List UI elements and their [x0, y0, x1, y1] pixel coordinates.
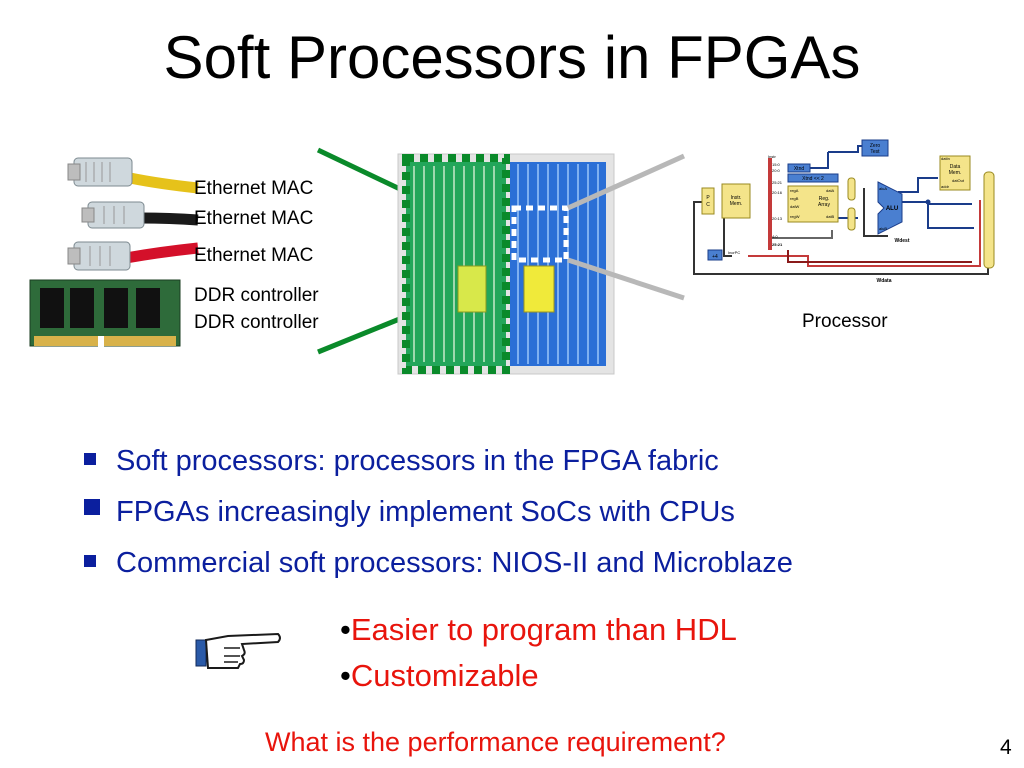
square-bullet-icon: [84, 453, 96, 466]
connector-line: [317, 315, 403, 355]
pointing-hand-icon: [195, 632, 281, 669]
svg-text:Array: Array: [818, 202, 830, 208]
svg-text:regW: regW: [790, 214, 800, 219]
fpga-green-region: [406, 162, 506, 366]
memory-contacts: [34, 336, 176, 346]
alu-block: [877, 181, 903, 235]
svg-text:Wdest: Wdest: [895, 238, 910, 244]
svg-text:25:21: 25:21: [772, 180, 783, 185]
black-cable: [139, 212, 199, 226]
question-text: What is the performance requirement?: [265, 727, 726, 757]
svg-text:Mem.: Mem.: [730, 201, 743, 207]
yellow-cable: [128, 172, 199, 194]
svg-text:ALU: ALU: [886, 206, 898, 212]
processor-datapath: Zero Test Data Mem. datIn datOut addr P …: [693, 139, 995, 284]
hand-shape: [204, 632, 281, 669]
zoom-line: [567, 257, 685, 301]
svg-text:25:21: 25:21: [772, 242, 783, 247]
svg-text:Test: Test: [870, 149, 880, 155]
square-bullet-icon: [84, 555, 96, 568]
alu-mux: [847, 177, 856, 201]
alu-mux: [847, 207, 856, 231]
data-memory-block: [939, 155, 971, 191]
svg-text:15:0: 15:0: [772, 162, 781, 167]
bullet-item: Commercial soft processors: NIOS-II and …: [84, 545, 793, 581]
svg-text:datW: datW: [790, 204, 800, 209]
fpga-green-border: [402, 154, 510, 374]
svg-text:20:16: 20:16: [772, 190, 783, 195]
writeback-mux: [983, 171, 995, 269]
memory-chip: [136, 288, 160, 328]
dot-bullet-icon: •: [340, 658, 351, 693]
peripheral-label: DDR controller: [194, 285, 319, 306]
svg-text:addr: addr: [941, 184, 950, 189]
svg-text:aluB: aluB: [879, 226, 887, 231]
svg-text:20:0: 20:0: [772, 168, 781, 173]
pc-increment-block: [707, 249, 723, 261]
svg-text:Xtnd: Xtnd: [794, 166, 805, 172]
svg-text:Xtnd << 2: Xtnd << 2: [802, 176, 824, 182]
red-cable: [125, 242, 199, 264]
connector-1: [73, 157, 133, 187]
xtnd-shift-block: [787, 173, 839, 183]
svg-text:datA: datA: [826, 188, 835, 193]
zero-test-label: Zero: [870, 143, 881, 149]
svg-text:regA: regA: [790, 188, 799, 193]
slide-title: Soft Processors in FPGAs: [163, 24, 861, 91]
svg-text:20:13: 20:13: [772, 216, 783, 221]
memory-chip: [40, 288, 64, 328]
zero-test-block: [861, 139, 889, 157]
connector-2: [87, 201, 145, 229]
xtnd-block: [787, 163, 811, 173]
processor-region: [511, 205, 569, 263]
fpga-block: [523, 265, 555, 313]
page-number: 4: [1000, 736, 1012, 759]
connector-line: [316, 147, 404, 193]
svg-text:C: C: [706, 202, 710, 208]
svg-text:4:0: 4:0: [772, 234, 778, 239]
dot-bullet-icon: •: [340, 612, 351, 647]
instruction-bus: [768, 158, 772, 250]
connector-tip-1: [67, 163, 81, 181]
zoom-line: [566, 153, 686, 211]
svg-text:+4: +4: [712, 254, 718, 260]
fpga-block: [457, 265, 487, 313]
pc-register: [701, 187, 715, 215]
bullet-item: FPGAs increasingly implement SoCs with C…: [84, 494, 735, 530]
svg-text:IncrPC: IncrPC: [728, 250, 740, 255]
peripheral-label: DDR controller: [194, 312, 319, 333]
peripheral-label: Ethernet MAC: [194, 245, 314, 266]
svg-text:Instr: Instr: [768, 154, 776, 159]
hand-cuff: [195, 639, 207, 667]
memory-module-icon: [29, 279, 181, 348]
svg-text:datOut: datOut: [952, 178, 965, 183]
svg-text:Reg.: Reg.: [819, 196, 830, 202]
instruction-memory-block: [721, 183, 751, 219]
peripheral-label: Ethernet MAC: [194, 208, 314, 229]
fpga-diagram: [316, 147, 686, 375]
peripheral-label: Ethernet MAC: [194, 178, 314, 199]
svg-text:aluA: aluA: [879, 186, 887, 191]
svg-text:datIn: datIn: [941, 156, 950, 161]
memory-chip: [104, 288, 128, 328]
sub-bullet-item: •Customizable: [340, 658, 539, 693]
svg-text:Mem.: Mem.: [949, 170, 962, 176]
svg-text:P: P: [706, 195, 710, 201]
svg-text:Data: Data: [950, 164, 961, 170]
connector-3: [73, 241, 131, 271]
svg-text:regB: regB: [790, 196, 799, 201]
bullet-item: Soft processors: processors in the FPGA …: [84, 443, 719, 479]
ethernet-cable-icon: [67, 157, 199, 271]
svg-text:Wdata: Wdata: [877, 278, 892, 284]
sub-bullet-item: •Easier to program than HDL: [340, 612, 737, 647]
memory-chip: [70, 288, 94, 328]
processor-label: Processor: [802, 311, 888, 332]
square-bullet-icon: [84, 499, 100, 516]
svg-text:Instr.: Instr.: [731, 195, 742, 201]
register-array-block: [787, 185, 839, 223]
svg-text:datB: datB: [826, 214, 835, 219]
